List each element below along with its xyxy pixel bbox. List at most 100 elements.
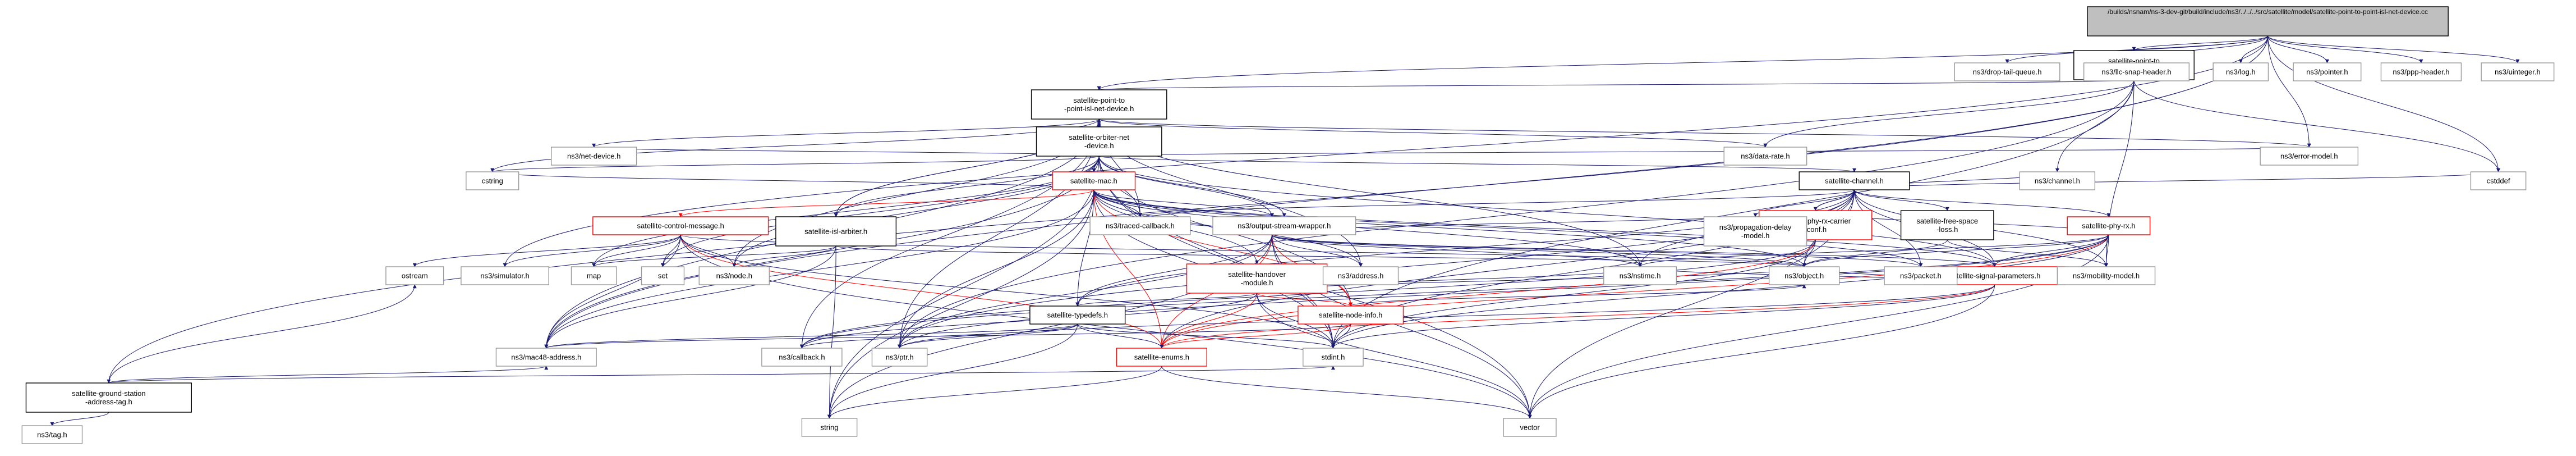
node-outstream[interactable]: ns3/output-stream-wrapper.h xyxy=(1212,216,1356,235)
node-box-nstime xyxy=(1603,266,1677,285)
node-nstime[interactable]: ns3/nstime.h xyxy=(1603,266,1677,285)
node-label-ptr: ns3/ptr.h xyxy=(886,353,914,362)
node-label-arbdev: -device.h xyxy=(1084,142,1114,150)
edge-satmac-to-nstime xyxy=(1093,189,1643,267)
node-uinteger[interactable]: ns3/uinteger.h xyxy=(2481,62,2555,81)
node-label-handover: satellite-handover xyxy=(1228,270,1286,279)
edge-arbdev-to-satphy xyxy=(1098,156,1274,217)
node-islarb[interactable]: satellite-isl-arbiter.h xyxy=(775,216,897,247)
edge-phyrxc-to-callback xyxy=(800,239,1816,349)
edge-root-to-pointer xyxy=(2267,35,2329,63)
edge-p2pch-to-datarate xyxy=(1763,79,2135,148)
node-string[interactable]: string xyxy=(801,418,858,437)
edge-satchan-to-phyrx xyxy=(1854,189,2111,217)
edge-sigparam-to-vector xyxy=(1528,284,1995,419)
edge-arbdev-to-mac48 xyxy=(544,156,1100,349)
edge-phyrxc-to-satchan xyxy=(1815,189,1857,211)
node-p2pdev[interactable]: satellite-point-to-point-isl-net-device.… xyxy=(1031,89,1167,120)
node-netdev[interactable]: ns3/net-device.h xyxy=(551,147,637,166)
node-label-cstring: cstring xyxy=(482,177,503,185)
node-ns3chan[interactable]: ns3/channel.h xyxy=(2019,171,2096,190)
node-layer: /builds/nsnam/ns-3-dev-git/build/include… xyxy=(21,6,2555,444)
node-droptail[interactable]: ns3/drop-tail-queue.h xyxy=(1954,62,2060,81)
node-llcsnap[interactable]: ns3/llc-snap-header.h xyxy=(2083,62,2190,81)
node-map[interactable]: map xyxy=(571,266,617,285)
node-pointer[interactable]: ns3/pointer.h xyxy=(2293,62,2362,81)
node-address[interactable]: ns3/address.h xyxy=(1322,266,1399,285)
edge-islarb-to-map xyxy=(592,245,836,267)
node-label-ns3node: ns3/node.h xyxy=(716,272,752,280)
node-arbdev[interactable]: satellite-orbiter-net-device.h xyxy=(1036,126,1162,157)
node-mobility[interactable]: ns3/mobility-model.h xyxy=(2057,266,2156,285)
node-box-packet xyxy=(1884,266,1958,285)
node-label-stdint: stdint.h xyxy=(1321,353,1345,362)
node-label-address: ns3/address.h xyxy=(1338,272,1384,280)
node-cstddef[interactable]: cstddef xyxy=(2470,171,2527,190)
node-label-mobility: ns3/mobility-model.h xyxy=(2073,272,2140,280)
node-box-set xyxy=(641,266,685,285)
node-packet[interactable]: ns3/packet.h xyxy=(1884,266,1958,285)
node-traced[interactable]: ns3/traced-callback.h xyxy=(1089,216,1191,235)
edge-satmac-to-typedefs xyxy=(1075,189,1094,307)
node-errmodel[interactable]: ns3/error-model.h xyxy=(2260,147,2359,166)
node-root[interactable]: /builds/nsnam/ns-3-dev-git/build/include… xyxy=(2087,6,2449,37)
node-mac48[interactable]: ns3/mac48-address.h xyxy=(495,348,597,367)
edge-ctrlmsg-to-stdint xyxy=(680,234,1335,349)
edge-gsat-to-mac48 xyxy=(108,366,548,384)
node-satchan[interactable]: satellite-channel.h xyxy=(1798,171,1910,190)
node-propdelay[interactable]: ns3/propagation-delay-model.h xyxy=(1703,216,1807,247)
node-label-propdelay: ns3/propagation-delay xyxy=(1719,223,1792,231)
node-callback[interactable]: ns3/callback.h xyxy=(761,348,843,367)
node-phyrx[interactable]: satellite-phy-rx.h xyxy=(2067,216,2151,235)
edge-nodeinfo-to-object xyxy=(1350,284,1806,307)
edge-satphy-to-object xyxy=(1271,234,1806,267)
node-box-ptr xyxy=(871,348,928,367)
node-nodeinfo[interactable]: satellite-node-info.h xyxy=(1298,305,1404,325)
node-box-traced xyxy=(1089,216,1191,235)
edge-satmac-to-object xyxy=(1093,189,1806,267)
edge-enums-to-vector xyxy=(1161,366,1532,419)
node-box-arbdev xyxy=(1036,126,1162,157)
node-enums[interactable]: satellite-enums.h xyxy=(1116,348,1207,367)
node-vector[interactable]: vector xyxy=(1503,418,1557,437)
node-tag[interactable]: ns3/tag.h xyxy=(21,425,83,444)
node-set[interactable]: set xyxy=(641,266,685,285)
node-ptr[interactable]: ns3/ptr.h xyxy=(871,348,928,367)
node-box-islarb xyxy=(775,216,897,247)
node-label-ns3chan: ns3/channel.h xyxy=(2035,177,2080,185)
node-box-ns3chan xyxy=(2019,171,2096,190)
edge-gsat-to-tag xyxy=(50,412,109,426)
node-box-satmac xyxy=(1052,171,1136,190)
node-box-uinteger xyxy=(2481,62,2555,81)
edge-arbdev-to-outstream xyxy=(1098,156,1286,217)
node-box-p2pdev xyxy=(1031,89,1167,120)
node-ns3node[interactable]: ns3/node.h xyxy=(698,266,770,285)
node-typedefs[interactable]: satellite-typedefs.h xyxy=(1029,305,1126,325)
node-simulator[interactable]: ns3/simulator.h xyxy=(461,266,549,285)
node-log[interactable]: ns3/log.h xyxy=(2212,62,2269,81)
node-object[interactable]: ns3/object.h xyxy=(1768,266,1840,285)
edge-satphy-to-string xyxy=(827,234,1272,419)
edge-root-to-droptail xyxy=(2005,35,2269,63)
node-handover[interactable]: satellite-handover-module.h xyxy=(1186,263,1328,294)
edge-satphy-to-sigparam xyxy=(1271,234,1997,267)
node-fsl[interactable]: satellite-free-space-loss.h xyxy=(1900,210,1994,240)
edge-satphy-to-address xyxy=(1271,234,1363,267)
node-ctrlmsg[interactable]: satellite-control-message.h xyxy=(592,216,769,235)
edge-typedefs-to-callback xyxy=(800,323,1078,349)
edge-p2pch-to-cstddef xyxy=(2133,79,2500,172)
node-box-ns3node xyxy=(698,266,770,285)
edge-p2pdev-to-datarate xyxy=(1098,118,1768,148)
node-ppphdr[interactable]: ns3/ppp-header.h xyxy=(2380,62,2462,81)
edge-fsl-to-mobility xyxy=(1947,239,2108,267)
node-satmac[interactable]: satellite-mac.h xyxy=(1052,171,1136,190)
edge-handover-to-callback xyxy=(800,293,1258,349)
node-box-string xyxy=(801,418,858,437)
node-datarate[interactable]: ns3/data-rate.h xyxy=(1723,147,1807,166)
node-stdint[interactable]: stdint.h xyxy=(1303,348,1364,367)
edge-sigparam-to-stdint xyxy=(1331,284,1995,349)
node-cstring[interactable]: cstring xyxy=(466,171,519,190)
node-ostream[interactable]: ostream xyxy=(385,266,444,285)
node-gsat[interactable]: satellite-ground-station-address-tag.h xyxy=(25,382,192,413)
